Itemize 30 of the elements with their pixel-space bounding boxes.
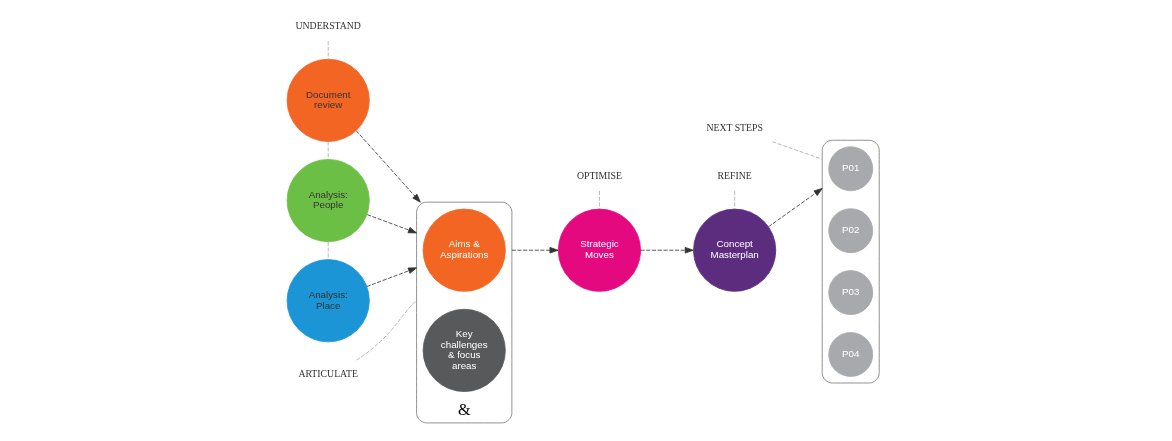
node-circle: Concept Masterplan (693, 208, 777, 292)
connector (327, 141, 329, 160)
arrow (366, 214, 417, 234)
connector (327, 40, 329, 60)
node-circle: P04 (828, 332, 874, 377)
arrow (640, 246, 694, 254)
node-circle: Key challenges & focus areas (422, 308, 506, 392)
node-circle: P03 (828, 270, 874, 315)
node-text: NEXT STEPS (706, 122, 763, 134)
node-circle: P01 (828, 146, 874, 192)
node-circle: Document review (286, 58, 370, 142)
node-text: REFINE (717, 169, 752, 181)
node-circle: Aims & Aspirations (422, 208, 506, 292)
node-text: ARTICULATE (298, 368, 359, 380)
arrow (511, 246, 559, 254)
node-circle: Analysis: Place (286, 259, 370, 343)
node-circle: P02 (828, 208, 874, 254)
arrow (768, 188, 823, 228)
connector (772, 141, 823, 160)
arrow (355, 130, 421, 203)
cluster (821, 139, 880, 384)
node-text: OPTIMISE (576, 169, 622, 181)
arrow (366, 267, 417, 287)
connector (734, 190, 736, 210)
node-text: UNDERSTAND (295, 19, 361, 31)
connector (327, 241, 329, 260)
connector (355, 299, 417, 361)
node-circle: Strategic Moves (557, 208, 641, 292)
node-circle: Analysis: People (286, 159, 370, 243)
connector (599, 190, 600, 210)
